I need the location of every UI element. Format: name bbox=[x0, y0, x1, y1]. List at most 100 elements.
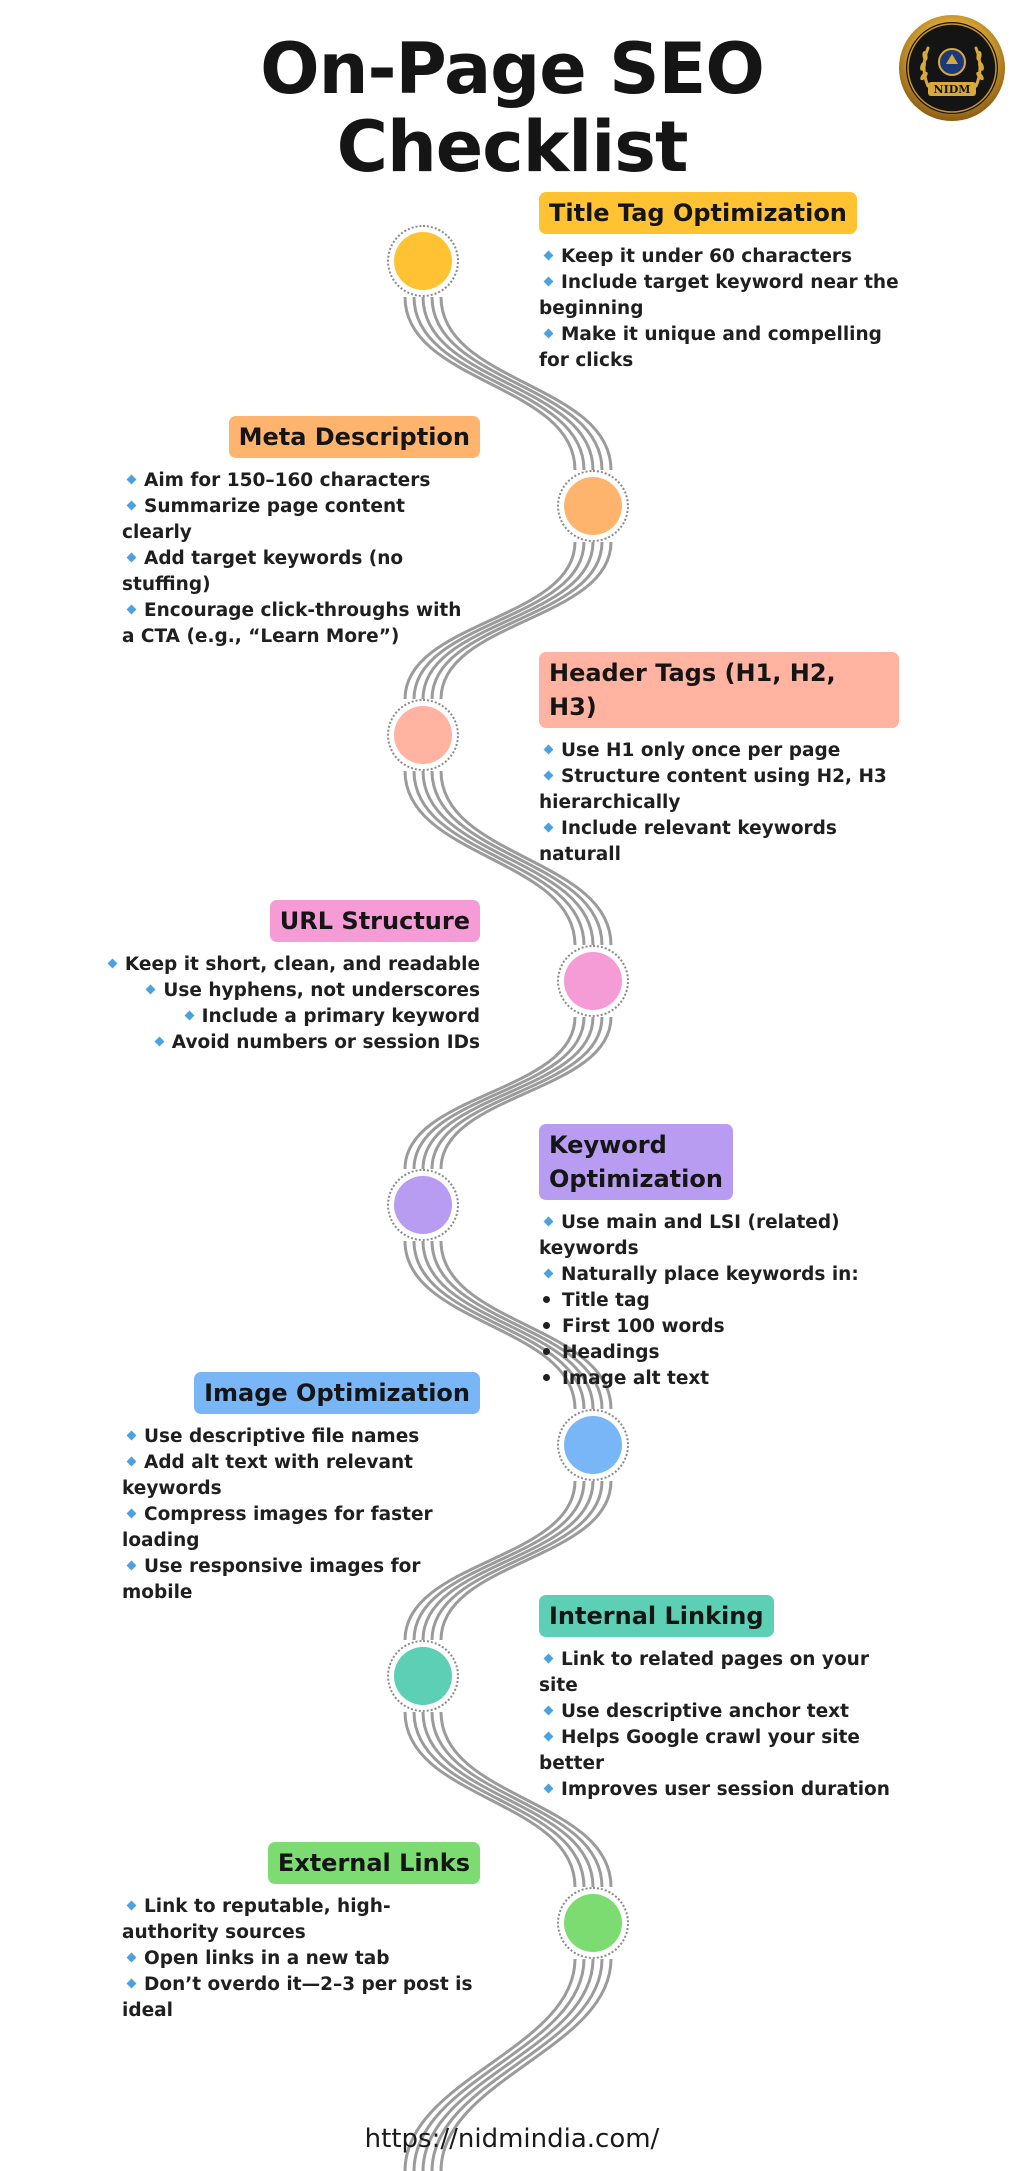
section-label: Title Tag Optimization bbox=[539, 192, 857, 234]
list-item: Open links in a new tab bbox=[122, 1946, 480, 1972]
node-dot bbox=[394, 232, 452, 290]
section-image-optimization: Image Optimization Use descriptive file … bbox=[122, 1372, 480, 1606]
road-lane bbox=[403, 296, 577, 471]
road-lane bbox=[430, 770, 604, 946]
diamond-bullet-icon bbox=[543, 1705, 554, 1716]
road-lane bbox=[430, 1711, 604, 1888]
diamond-bullet-icon bbox=[543, 276, 554, 287]
dot-bullet-icon bbox=[543, 1374, 550, 1381]
road-lane bbox=[421, 1016, 595, 1170]
road-lane bbox=[430, 1016, 604, 1170]
road-lane bbox=[430, 1480, 604, 1641]
dot-bullet-icon bbox=[543, 1348, 550, 1355]
nidm-logo: NIDM bbox=[898, 14, 1006, 122]
node-dot bbox=[564, 1416, 622, 1474]
diamond-bullet-icon bbox=[543, 822, 554, 833]
section-external-links: External Links Link to reputable, high-a… bbox=[122, 1842, 480, 2024]
section-internal-linking: Internal Linking Link to related pages o… bbox=[539, 1595, 909, 1803]
sub-list-item: Title tag bbox=[539, 1288, 899, 1314]
list-item: Use descriptive anchor text bbox=[539, 1699, 909, 1725]
diamond-bullet-icon bbox=[126, 474, 137, 485]
list-item: Structure content using H2, H3 hierarchi… bbox=[539, 766, 887, 813]
section-header-tags: Header Tags (H1, H2, H3) Use H1 only onc… bbox=[539, 652, 899, 868]
section-label: Keyword Optimization bbox=[539, 1124, 733, 1200]
section-items: Aim for 150–160 characters Summarize pag… bbox=[122, 468, 480, 650]
list-item: Use descriptive file names bbox=[122, 1424, 480, 1450]
diamond-bullet-icon bbox=[107, 958, 118, 969]
diamond-bullet-icon bbox=[126, 1560, 137, 1571]
diamond-bullet-icon bbox=[126, 1508, 137, 1519]
road-lane bbox=[403, 1240, 577, 1410]
road-lane bbox=[412, 1240, 586, 1410]
diamond-bullet-icon bbox=[543, 1783, 554, 1794]
road-lane bbox=[439, 770, 613, 946]
list-item: Don’t overdo it—2–3 per post is ideal bbox=[122, 1974, 473, 2021]
step-node-image-optimization bbox=[557, 1409, 629, 1481]
diamond-bullet-icon bbox=[543, 744, 554, 755]
list-item: Include a primary keyword bbox=[100, 1004, 480, 1030]
diamond-bullet-icon bbox=[543, 1731, 554, 1742]
diamond-bullet-icon bbox=[126, 1456, 137, 1467]
road-lane bbox=[403, 770, 577, 946]
list-item: Add alt text with relevant keywords bbox=[122, 1452, 413, 1499]
diamond-bullet-icon bbox=[126, 1978, 137, 1989]
diamond-bullet-icon bbox=[145, 984, 156, 995]
list-item: Link to reputable, high-authority source… bbox=[122, 1896, 391, 1943]
road-lane bbox=[439, 1016, 613, 1170]
list-item: Helps Google crawl your site better bbox=[539, 1727, 860, 1774]
road-lane bbox=[439, 541, 613, 700]
road-lane bbox=[412, 1711, 586, 1888]
sub-list-item: Headings bbox=[539, 1340, 899, 1366]
dot-bullet-icon bbox=[543, 1322, 550, 1329]
section-title-tag-optimization: Title Tag Optimization Keep it under 60 … bbox=[539, 192, 899, 374]
diamond-bullet-icon bbox=[126, 500, 137, 511]
diamond-bullet-icon bbox=[184, 1010, 195, 1021]
step-node-external-links bbox=[557, 1887, 629, 1959]
road-lane bbox=[430, 1958, 604, 2171]
road-lane bbox=[430, 541, 604, 700]
road-lane bbox=[403, 1958, 577, 2171]
section-label: External Links bbox=[267, 1842, 480, 1884]
road-lane bbox=[412, 770, 586, 946]
road-lane bbox=[439, 296, 613, 471]
diamond-bullet-icon bbox=[543, 250, 554, 261]
footer-url[interactable]: https://nidmindia.com/ bbox=[364, 2124, 660, 2154]
road-lane bbox=[430, 296, 604, 471]
list-item: Avoid numbers or session IDs bbox=[100, 1030, 480, 1056]
section-label: Image Optimization bbox=[194, 1372, 480, 1414]
road-lane bbox=[439, 1711, 613, 1888]
list-item: Add target keywords (no stuffing) bbox=[122, 548, 404, 595]
list-item: Use H1 only once per page bbox=[539, 738, 899, 764]
list-item: Include relevant keywords naturall bbox=[539, 818, 837, 865]
list-item: Keep it under 60 characters bbox=[539, 244, 899, 270]
list-item: Aim for 150–160 characters bbox=[122, 468, 480, 494]
sub-list-item: First 100 words bbox=[539, 1314, 899, 1340]
section-items: Use descriptive file names Add alt text … bbox=[122, 1424, 480, 1606]
road-lane bbox=[412, 541, 586, 700]
road-lane bbox=[403, 1711, 577, 1888]
road-lane bbox=[403, 1016, 577, 1170]
section-items: Link to related pages on your site Use d… bbox=[539, 1647, 909, 1803]
sub-list-item: Image alt text bbox=[539, 1366, 899, 1392]
road-lane bbox=[439, 1958, 613, 2171]
list-item: Naturally place keywords in: bbox=[539, 1262, 899, 1288]
diamond-bullet-icon bbox=[543, 770, 554, 781]
diamond-bullet-icon bbox=[126, 1952, 137, 1963]
road-lane bbox=[412, 296, 586, 471]
section-label: Meta Description bbox=[228, 416, 480, 458]
section-items: Keep it under 60 characters Include targ… bbox=[539, 244, 899, 374]
list-item: Include target keyword near the beginnin… bbox=[539, 272, 899, 319]
list-item: Summarize page content clearly bbox=[122, 496, 405, 543]
road-lane bbox=[421, 1958, 595, 2171]
list-item: Make it unique and compelling for clicks bbox=[539, 324, 882, 371]
gold-laurel-emblem-icon: NIDM bbox=[899, 15, 1005, 121]
diamond-bullet-icon bbox=[154, 1036, 165, 1047]
diamond-bullet-icon bbox=[126, 1430, 137, 1441]
node-dot bbox=[564, 952, 622, 1010]
list-item: Use responsive images for mobile bbox=[122, 1556, 421, 1603]
diamond-bullet-icon bbox=[543, 328, 554, 339]
diamond-bullet-icon bbox=[126, 604, 137, 615]
list-item: Use hyphens, not underscores bbox=[100, 978, 480, 1004]
step-node-keyword-optimization bbox=[387, 1169, 459, 1241]
